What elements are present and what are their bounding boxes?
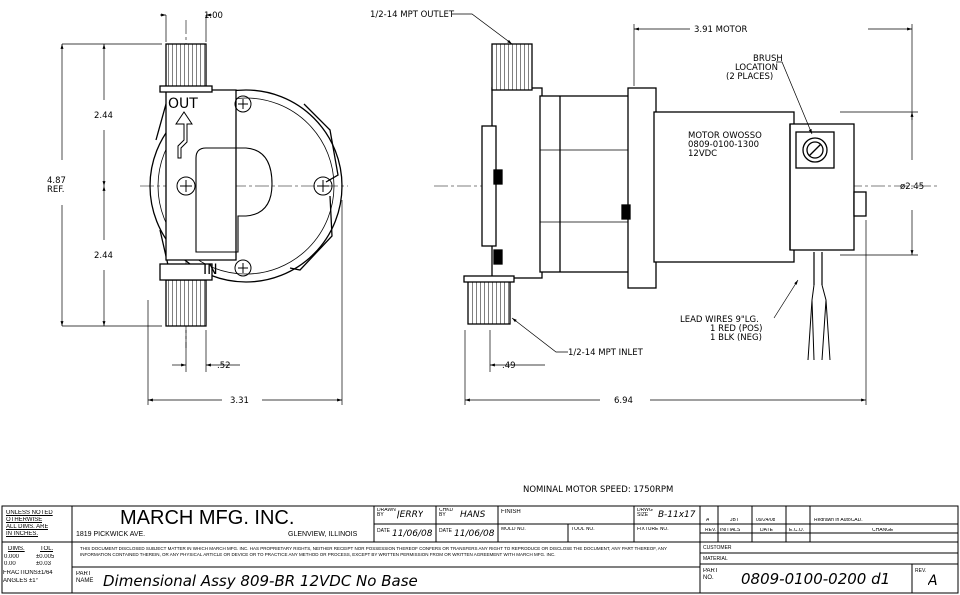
leads-label-3: 1 BLK (NEG) — [710, 333, 762, 343]
part-number: 0809-0100-0200 d1 — [741, 571, 891, 588]
tol-header-3: ALL DIMS. ARE — [6, 524, 49, 530]
rev-header-date: DATE — [760, 528, 773, 533]
tol-fractions: FRACTIONS±1/64 — [3, 570, 53, 576]
dwg-size-label: DRWG SIZE — [637, 508, 653, 518]
rev-label: REV. — [915, 568, 927, 574]
finish-label: FINISH — [501, 509, 521, 515]
customer-label: CUSTOMER — [703, 545, 732, 551]
rev-row-date: 09/24/08 — [756, 518, 776, 523]
drawn-by: JERRY — [397, 510, 424, 520]
tol-header-1: UNLESS NOTED — [6, 510, 53, 516]
part-no-label: PART NO. — [703, 568, 719, 581]
motor-speed-note: NOMINAL MOTOR SPEED: 1750RPM — [523, 485, 673, 495]
outlet-label: 1/2-14 MPT OUTLET — [370, 10, 455, 20]
side-view — [434, 43, 940, 361]
title-block: UNLESS NOTED OTHERWISE ALL DIMS. ARE IN … — [0, 504, 960, 595]
dim-lower-half: 2.44 — [94, 251, 113, 261]
rev-row-change: Redrawn in AutoCAD. — [814, 518, 863, 523]
company-address: 1819 PICKWICK AVE. — [76, 531, 146, 538]
fixture-label: FIXTURE NO. — [637, 527, 669, 532]
tol-row-1-tol: ±0.005 — [36, 554, 55, 560]
rev-header-rev: REV. — [705, 528, 717, 533]
brush-label-2: LOCATION — [735, 63, 778, 73]
inlet-fitting — [165, 279, 207, 327]
dim-overall-height-ref: REF. — [47, 185, 65, 195]
pump-housing — [149, 89, 343, 283]
motor-label-3: 12VDC — [688, 149, 717, 159]
checked-label: CHKD BY — [439, 508, 454, 518]
dim-front-width: 3.31 — [230, 396, 249, 406]
tol-row-2-tol: ±0.03 — [36, 561, 51, 567]
rev-header-initials: INITIALS — [720, 528, 741, 533]
tol-row-1-dims: 0.000 — [4, 554, 20, 560]
drawn-label: DRAWN BY — [377, 508, 396, 518]
part-name-label: PART NAME — [76, 571, 94, 584]
rev-header-change: CHANGE — [872, 528, 894, 533]
leads-label-1: LEAD WIRES 9"LG. — [680, 315, 759, 325]
checked-date-label: DATE — [439, 528, 452, 534]
tool-label: TOOL NO. — [571, 527, 595, 532]
material-label: MATERIAL — [703, 556, 728, 562]
tol-row-2-dims: 0.00 — [4, 561, 16, 567]
checked-by: HANS — [460, 510, 486, 520]
rev-row-initials: JBT — [730, 518, 739, 523]
part-name: Dimensional Assy 809-BR 12VDC No Base — [103, 573, 418, 590]
dim-top-width: 1.00 — [204, 11, 223, 21]
brush-label-3: (2 PLACES) — [726, 72, 773, 82]
dim-motor-length: 3.91 MOTOR — [694, 25, 748, 35]
motor-label-2: 0809-0100-1300 — [688, 140, 759, 150]
dimension-lines — [60, 13, 918, 405]
tol-dims-col: DIMS. — [8, 546, 25, 552]
dim-overall-height: 4.87 — [47, 176, 66, 186]
mold-label: MOLD NO. — [501, 527, 526, 532]
tol-header-4: IN INCHES. — [6, 531, 39, 537]
checked-date: 11/06/08 — [454, 529, 495, 539]
dim-side-offset: .49 — [502, 361, 516, 371]
brush-label-1: BRUSH — [753, 54, 783, 64]
rev-row-rev: A — [706, 518, 710, 523]
drawn-date: 11/06/08 — [392, 529, 433, 539]
out-label: OUT — [168, 96, 198, 112]
tol-angles: ANGLES ±1° — [3, 578, 39, 584]
tol-tol-col: TOL. — [40, 546, 54, 552]
drawn-date-label: DATE — [377, 528, 390, 534]
dim-port-offset: .52 — [217, 361, 231, 371]
dimension-text: 1.00 1/2-14 MPT OUTLET 3.91 MOTOR BRUSH … — [47, 10, 924, 495]
in-label: IN — [203, 262, 218, 278]
dim-diameter: ø2.45 — [900, 182, 924, 192]
tol-header-2: OTHERWISE — [6, 517, 43, 523]
dwg-size: B-11x17 — [658, 510, 696, 520]
dim-upper-half: 2.44 — [94, 111, 113, 121]
rev-header-eco: E.C.O. — [789, 528, 805, 533]
outlet-fitting — [165, 43, 207, 91]
inlet-label: 1/2-14 MPT INLET — [568, 348, 644, 358]
proprietary-notice: THIS DOCUMENT DISCLOSED SUBJECT MATTER I… — [80, 546, 667, 557]
title-block-grid — [1, 505, 959, 594]
front-view — [140, 20, 348, 348]
leads-label-2: 1 RED (POS) — [710, 324, 762, 334]
motor-can — [653, 111, 795, 263]
dim-overall-length: 6.94 — [614, 396, 633, 406]
company-name: MARCH MFG. INC. — [120, 507, 295, 529]
rev-value: A — [928, 573, 938, 589]
motor-label-1: MOTOR OWOSSO — [688, 131, 762, 141]
company-city: GLENVIEW, ILLINOIS — [288, 531, 358, 538]
